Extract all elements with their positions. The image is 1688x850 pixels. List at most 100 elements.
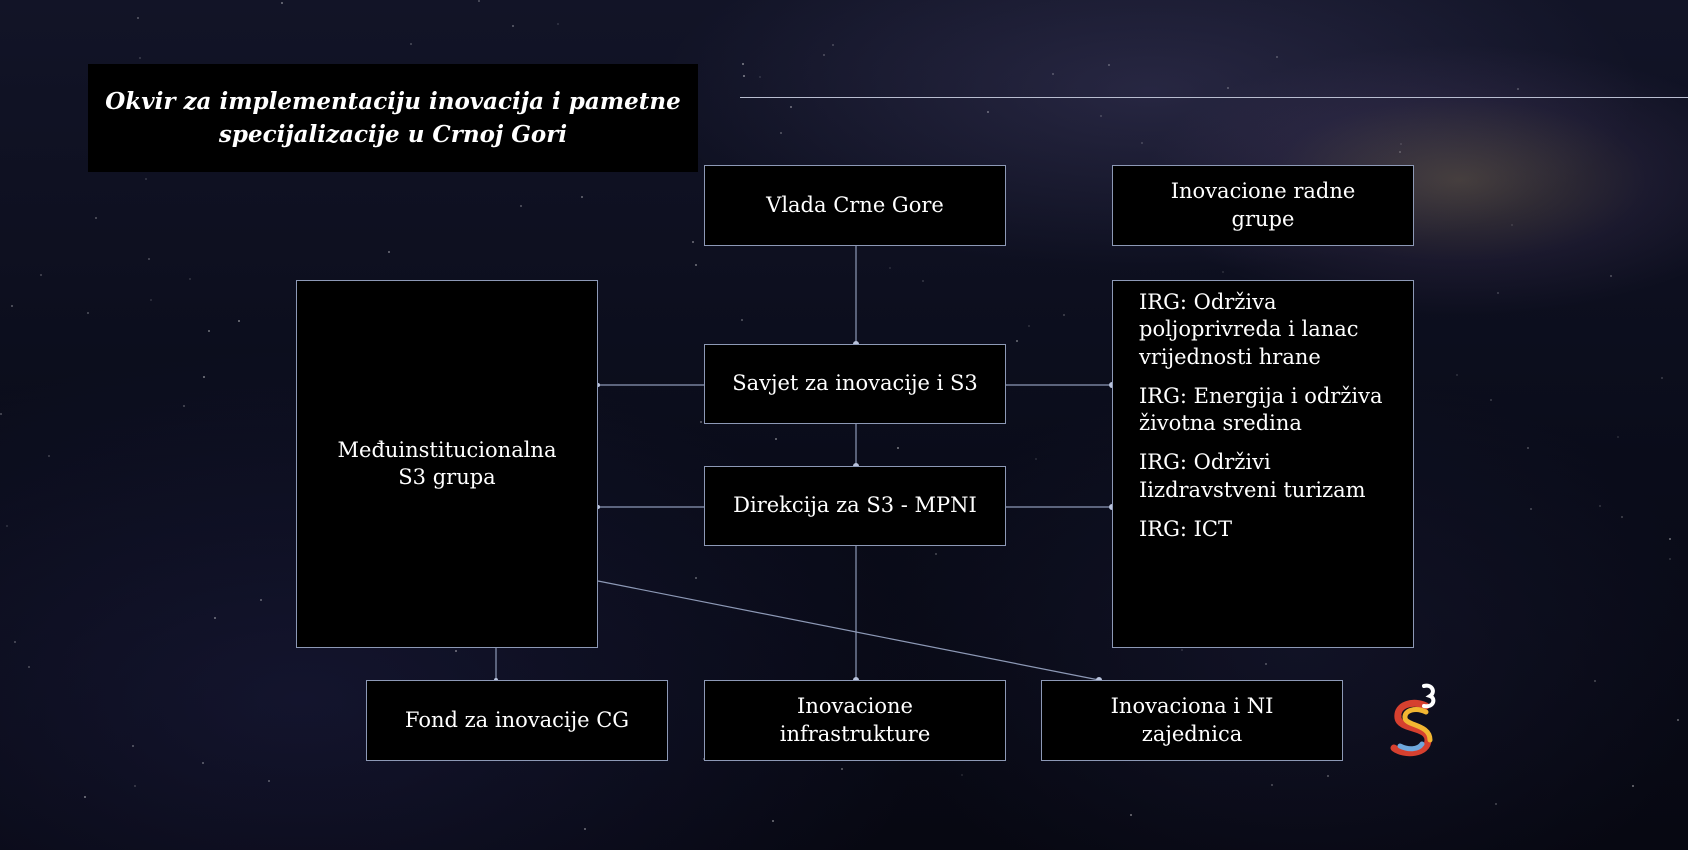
box-meduinstitucionalna-s3-grupa: Međuinstitucionalna S3 grupa xyxy=(296,280,598,648)
box-irg-list: IRG: Održiva poljoprivreda i lanac vrije… xyxy=(1112,280,1414,648)
star xyxy=(139,57,141,59)
slide-title: Okvir za implementaciju inovacija i pame… xyxy=(88,64,698,172)
star xyxy=(1621,516,1623,518)
star xyxy=(1141,142,1143,144)
star xyxy=(790,106,792,108)
star xyxy=(695,577,697,579)
star xyxy=(1511,224,1513,226)
star xyxy=(987,111,989,113)
irg-item: IRG: Održivi Iizdravstveni turizam xyxy=(1139,450,1366,502)
star xyxy=(1669,538,1671,540)
box-inovacione-infrastrukture: Inovacione infrastrukture xyxy=(704,680,1006,761)
irg-item: IRG: Održiva poljoprivreda i lanac vrije… xyxy=(1139,290,1359,369)
star xyxy=(48,455,50,457)
star xyxy=(832,44,834,46)
star xyxy=(1063,314,1065,316)
box-savjet-za-inovacije: Savjet za inovacije i S3 xyxy=(704,344,1006,424)
star xyxy=(11,305,13,307)
star xyxy=(742,63,744,65)
title-divider xyxy=(740,97,1688,98)
star xyxy=(780,132,782,134)
star xyxy=(1530,508,1532,510)
star xyxy=(584,828,586,830)
star xyxy=(203,376,205,378)
irg-item: IRG: ICT xyxy=(1139,517,1233,542)
star xyxy=(1497,292,1499,294)
star xyxy=(1108,64,1110,66)
star xyxy=(388,251,390,253)
star xyxy=(281,2,283,4)
star xyxy=(1677,719,1679,721)
star xyxy=(95,217,97,219)
star xyxy=(772,820,774,822)
star xyxy=(1610,275,1612,277)
star xyxy=(134,785,136,787)
star xyxy=(961,774,963,776)
star xyxy=(1594,680,1596,682)
star xyxy=(214,617,216,619)
star xyxy=(1495,803,1497,805)
star xyxy=(520,205,522,207)
star xyxy=(183,405,185,407)
star xyxy=(202,762,204,764)
star xyxy=(741,319,743,321)
star xyxy=(743,75,745,77)
box-direkcija-za-s3: Direkcija za S3 - MPNI xyxy=(704,466,1006,546)
star xyxy=(1035,458,1037,460)
star xyxy=(455,650,457,652)
star xyxy=(1669,558,1671,560)
box-inovacione-radne-grupe: Inovacione radne grupe xyxy=(1112,165,1414,246)
star xyxy=(1271,784,1273,786)
box-inovaciona-i-ni-zajednica: Inovaciona i NI zajednica xyxy=(1041,680,1343,761)
star xyxy=(889,267,891,269)
star xyxy=(700,421,702,423)
connector-s3grupa-zajednica xyxy=(597,580,1100,681)
irg-item: IRG: Energija i održiva životna sredina xyxy=(1139,383,1383,436)
star xyxy=(1517,88,1519,90)
star xyxy=(84,796,86,798)
star xyxy=(557,23,559,25)
star xyxy=(28,666,30,668)
star xyxy=(823,54,825,56)
box-vlada: Vlada Crne Gore xyxy=(704,165,1006,246)
star xyxy=(1527,447,1529,449)
star xyxy=(1265,663,1267,665)
star xyxy=(410,43,412,45)
star xyxy=(0,413,2,415)
star xyxy=(897,447,899,449)
star xyxy=(14,641,16,643)
star xyxy=(759,76,761,78)
star xyxy=(1399,151,1401,153)
star xyxy=(260,599,262,601)
s3-logo-icon xyxy=(1390,683,1436,757)
star xyxy=(1016,340,1018,342)
star xyxy=(1599,505,1601,507)
star xyxy=(1632,785,1634,787)
star xyxy=(1227,87,1229,89)
star xyxy=(1276,56,1278,58)
star xyxy=(40,274,42,276)
star xyxy=(87,312,89,314)
star xyxy=(1028,325,1030,327)
star xyxy=(935,553,937,555)
star xyxy=(695,264,697,266)
star xyxy=(137,17,139,19)
star xyxy=(581,196,583,198)
star xyxy=(1100,115,1102,117)
star xyxy=(148,258,150,260)
star xyxy=(1181,649,1183,651)
star xyxy=(132,745,134,747)
star xyxy=(1400,143,1402,145)
star xyxy=(1456,374,1458,376)
star xyxy=(1617,436,1619,438)
star xyxy=(775,438,777,440)
star xyxy=(692,241,694,243)
star xyxy=(1052,73,1054,75)
star xyxy=(268,780,270,782)
star xyxy=(512,25,514,27)
star xyxy=(1222,271,1224,273)
star xyxy=(478,0,480,2)
star xyxy=(1661,377,1663,379)
star xyxy=(1490,399,1492,401)
